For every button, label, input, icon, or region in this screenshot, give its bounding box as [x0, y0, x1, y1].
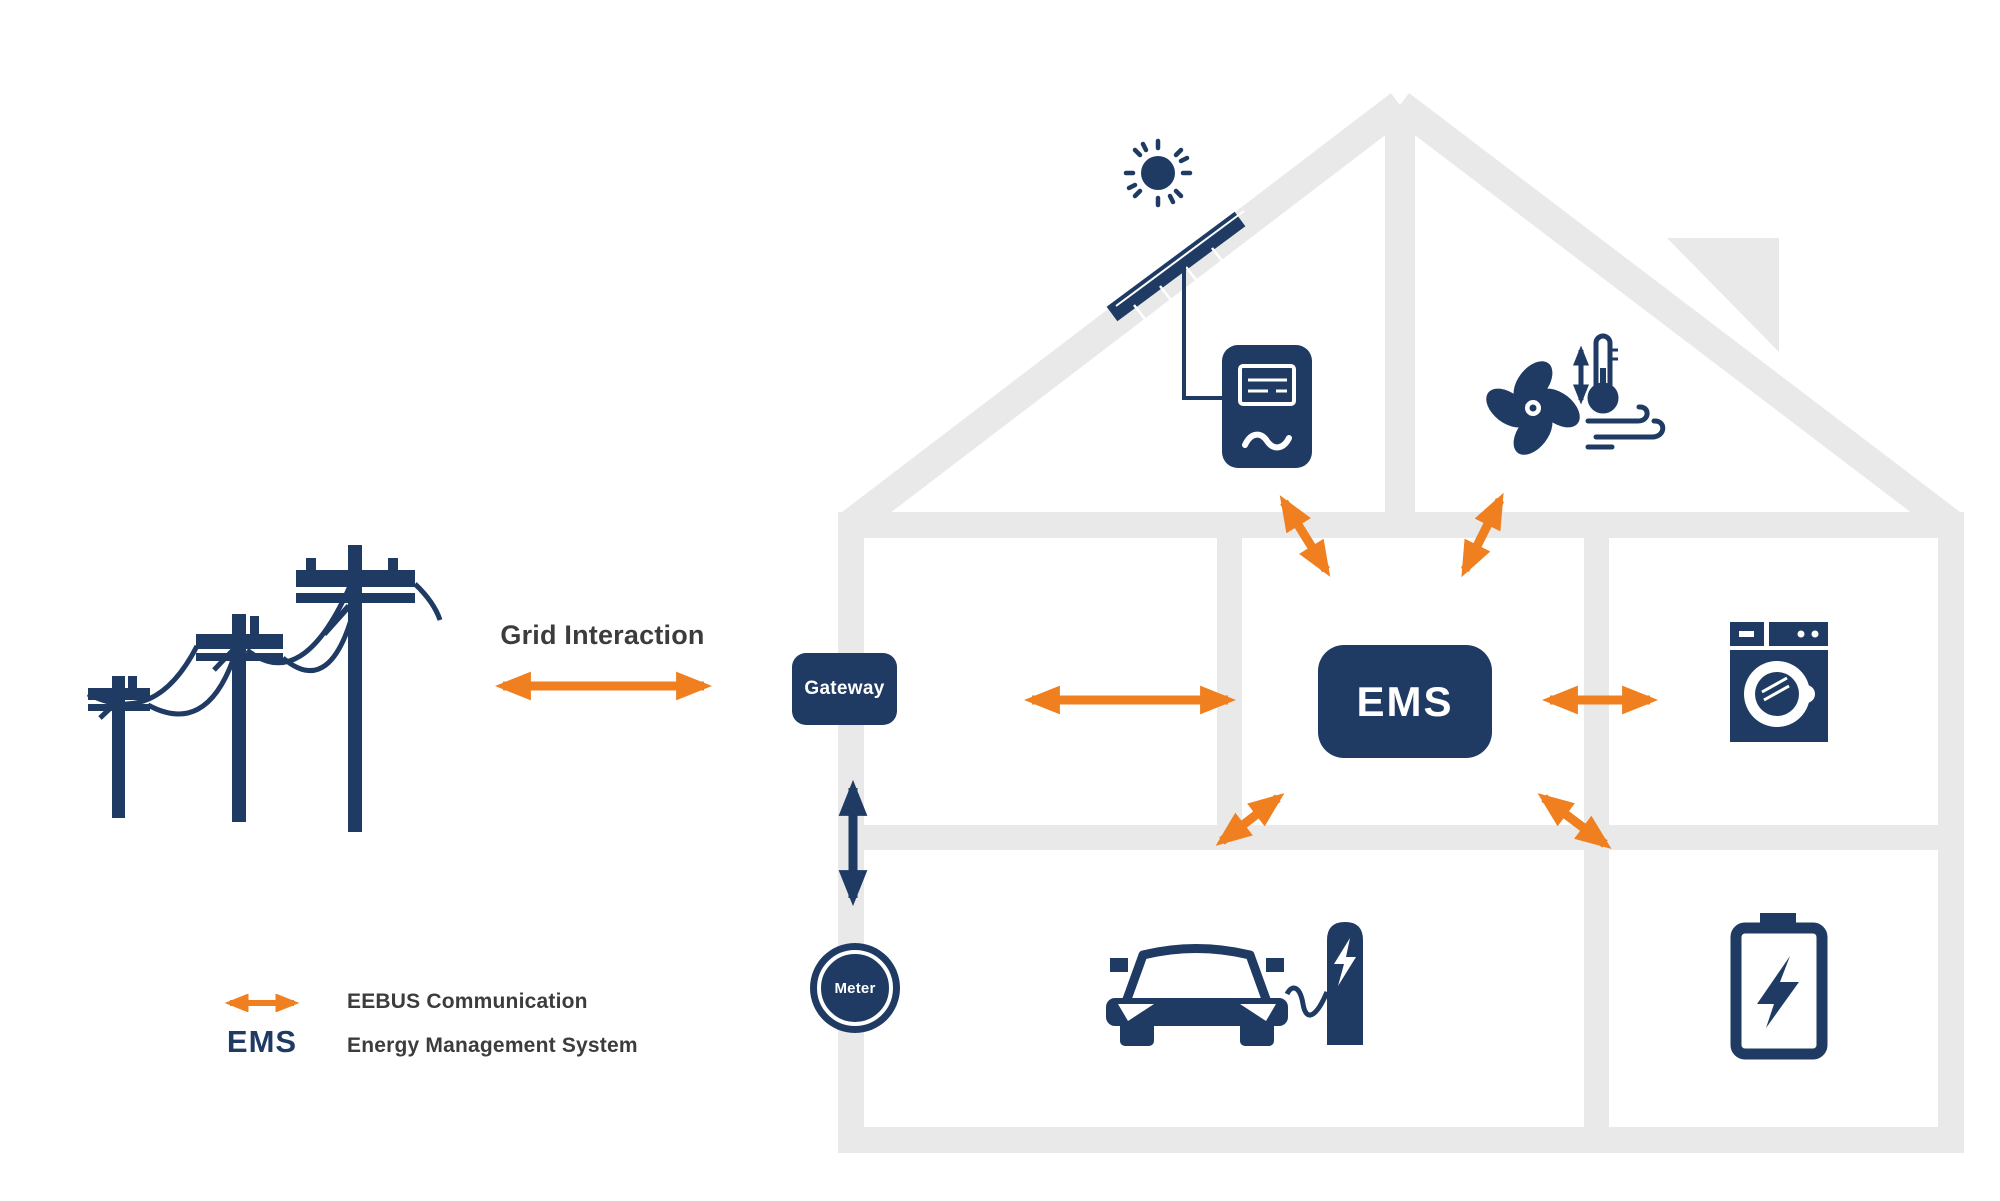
chimney: [1667, 238, 1779, 352]
legend-eebus-arrow-icon: [224, 994, 300, 1012]
car-headlight-right: [1240, 1004, 1276, 1021]
power-grid-icon: [86, 545, 443, 832]
ev-charger-icon: [1106, 922, 1363, 1046]
legend-ems-symbol: EMS: [226, 1024, 298, 1059]
charging-station: [1284, 922, 1363, 1045]
pv-wire: [1182, 264, 1222, 400]
gateway-node: Gateway: [792, 653, 897, 725]
battery-icon: [1730, 913, 1828, 1060]
meter-node: Meter: [810, 943, 900, 1033]
solar-panel-icon: [1106, 210, 1246, 322]
gateway-label: Gateway: [804, 678, 885, 699]
arrows: [494, 492, 1659, 907]
car-wheel-left: [1120, 1018, 1154, 1046]
grid-interaction-label: Grid Interaction: [500, 620, 705, 650]
ems-label: EMS: [1356, 677, 1454, 725]
power-lines: [86, 582, 443, 717]
ems-solar-arrow: [1279, 495, 1331, 577]
right-wall: [1938, 512, 1964, 1153]
fan-icon: [1486, 361, 1580, 455]
sun-icon: [1123, 138, 1193, 208]
divider-left: [1217, 538, 1242, 825]
thermometer-icon: [1587, 333, 1619, 414]
legend-eebus-label: EEBUS Communication: [347, 990, 588, 1013]
charging-cable: [1284, 985, 1330, 1018]
inverter-icon: [1222, 345, 1312, 468]
ems-node: EMS: [1318, 645, 1492, 758]
mid-floor-band: [864, 825, 1938, 850]
airflow-icon: [1585, 404, 1666, 450]
utility-pole-medium: [196, 614, 283, 822]
car-mirror-right: [1266, 958, 1284, 972]
washing-machine-icon: [1730, 622, 1828, 742]
ems-battery-arrow: [1537, 793, 1612, 849]
car-headlight-left: [1118, 1004, 1154, 1021]
solar-pv-icon: [1106, 138, 1312, 468]
meter-ring: Meter: [817, 950, 893, 1026]
eave-band: [838, 512, 1964, 538]
legend-ems-label: Energy Management System: [347, 1034, 638, 1057]
car-mirror-left: [1110, 958, 1128, 972]
ems-heatpump-arrow: [1460, 492, 1505, 578]
meter-label: Meter: [834, 979, 876, 997]
battery-bolt: [1757, 956, 1799, 1028]
roof-right: [1390, 93, 1961, 536]
utility-pole-tall: [296, 545, 415, 832]
charger-bolt: [1334, 938, 1356, 986]
heat-pump-icon: [1486, 333, 1666, 455]
floor-band: [838, 1127, 1964, 1153]
car-wheel-right: [1240, 1018, 1274, 1046]
car-cabin: [1121, 944, 1272, 1004]
ems-ev-arrow: [1215, 793, 1285, 846]
